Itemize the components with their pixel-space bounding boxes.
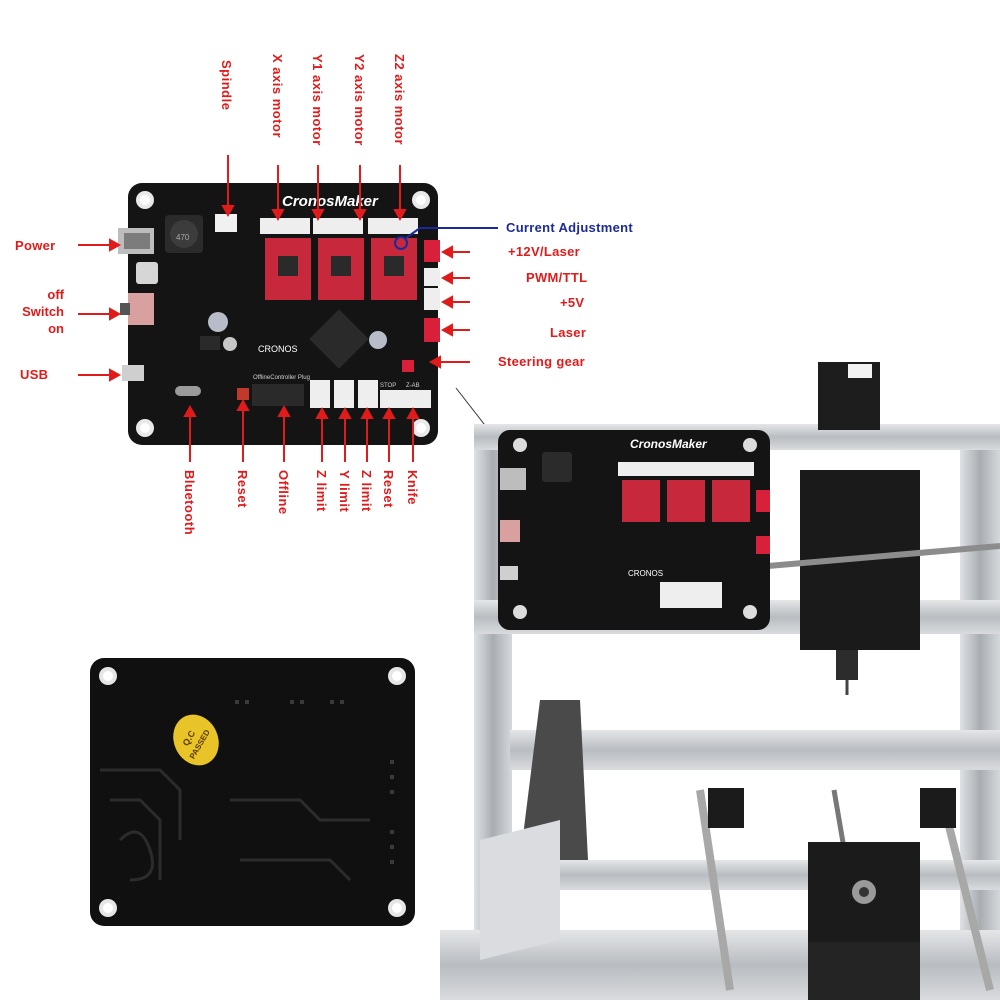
board-brand: CronosMaker [282, 193, 379, 210]
label-current-adjustment: Current Adjustment [506, 220, 633, 235]
mounted-board-brand: CronosMaker [630, 437, 708, 451]
label-z-limit-2: Z limit [359, 470, 374, 512]
label-z-limit-1: Z limit [314, 470, 329, 512]
board-silk-stop: STOP [380, 383, 396, 389]
label-off: off [47, 287, 64, 302]
label-spindle: Spindle [219, 60, 234, 111]
label-switch: Switch [22, 304, 64, 319]
label-laser: Laser [550, 325, 587, 340]
board-silk-offline: OfflineController Plug [253, 375, 310, 381]
label-pwm-ttl: PWM/TTL [526, 270, 588, 285]
label-bluetooth: Bluetooth [182, 470, 197, 536]
board-silk-zab: Z-AB [406, 383, 420, 389]
label-steering-gear: Steering gear [498, 354, 585, 369]
label-z2-axis-motor: Z2 axis motor [392, 54, 407, 146]
current-adjustment-callout [405, 227, 498, 239]
label-y1-axis-motor: Y1 axis motor [310, 54, 325, 146]
mounted-board-logo: CRONOS [628, 569, 663, 578]
label-offline: Offline [276, 470, 291, 515]
label-reset: Reset [235, 470, 250, 508]
callout-lines [78, 155, 470, 462]
label-reset-2: Reset [381, 470, 396, 508]
mounted-board: CronosMaker CRONOS [498, 430, 770, 630]
label-x-axis-motor: X axis motor [270, 54, 285, 139]
label-12v-laser: +12V/Laser [508, 244, 581, 259]
label-on: on [48, 321, 64, 336]
label-knife: Knife [405, 470, 420, 505]
label-power: Power [15, 238, 56, 253]
label-switch-group: off Switch on [14, 286, 64, 337]
label-5v: +5V [560, 295, 585, 310]
board-back: Q.C PASSED [90, 658, 415, 926]
qc-stamp [173, 714, 219, 766]
label-y-limit: Y limit [337, 470, 352, 513]
board-silk-470: 470 [176, 233, 190, 242]
label-y2-axis-motor: Y2 axis motor [352, 54, 367, 146]
main-board: CronosMaker CRONOS OfflineController Plu… [118, 183, 440, 445]
label-usb: USB [20, 367, 49, 382]
board-logo: CRONOS [258, 344, 298, 354]
